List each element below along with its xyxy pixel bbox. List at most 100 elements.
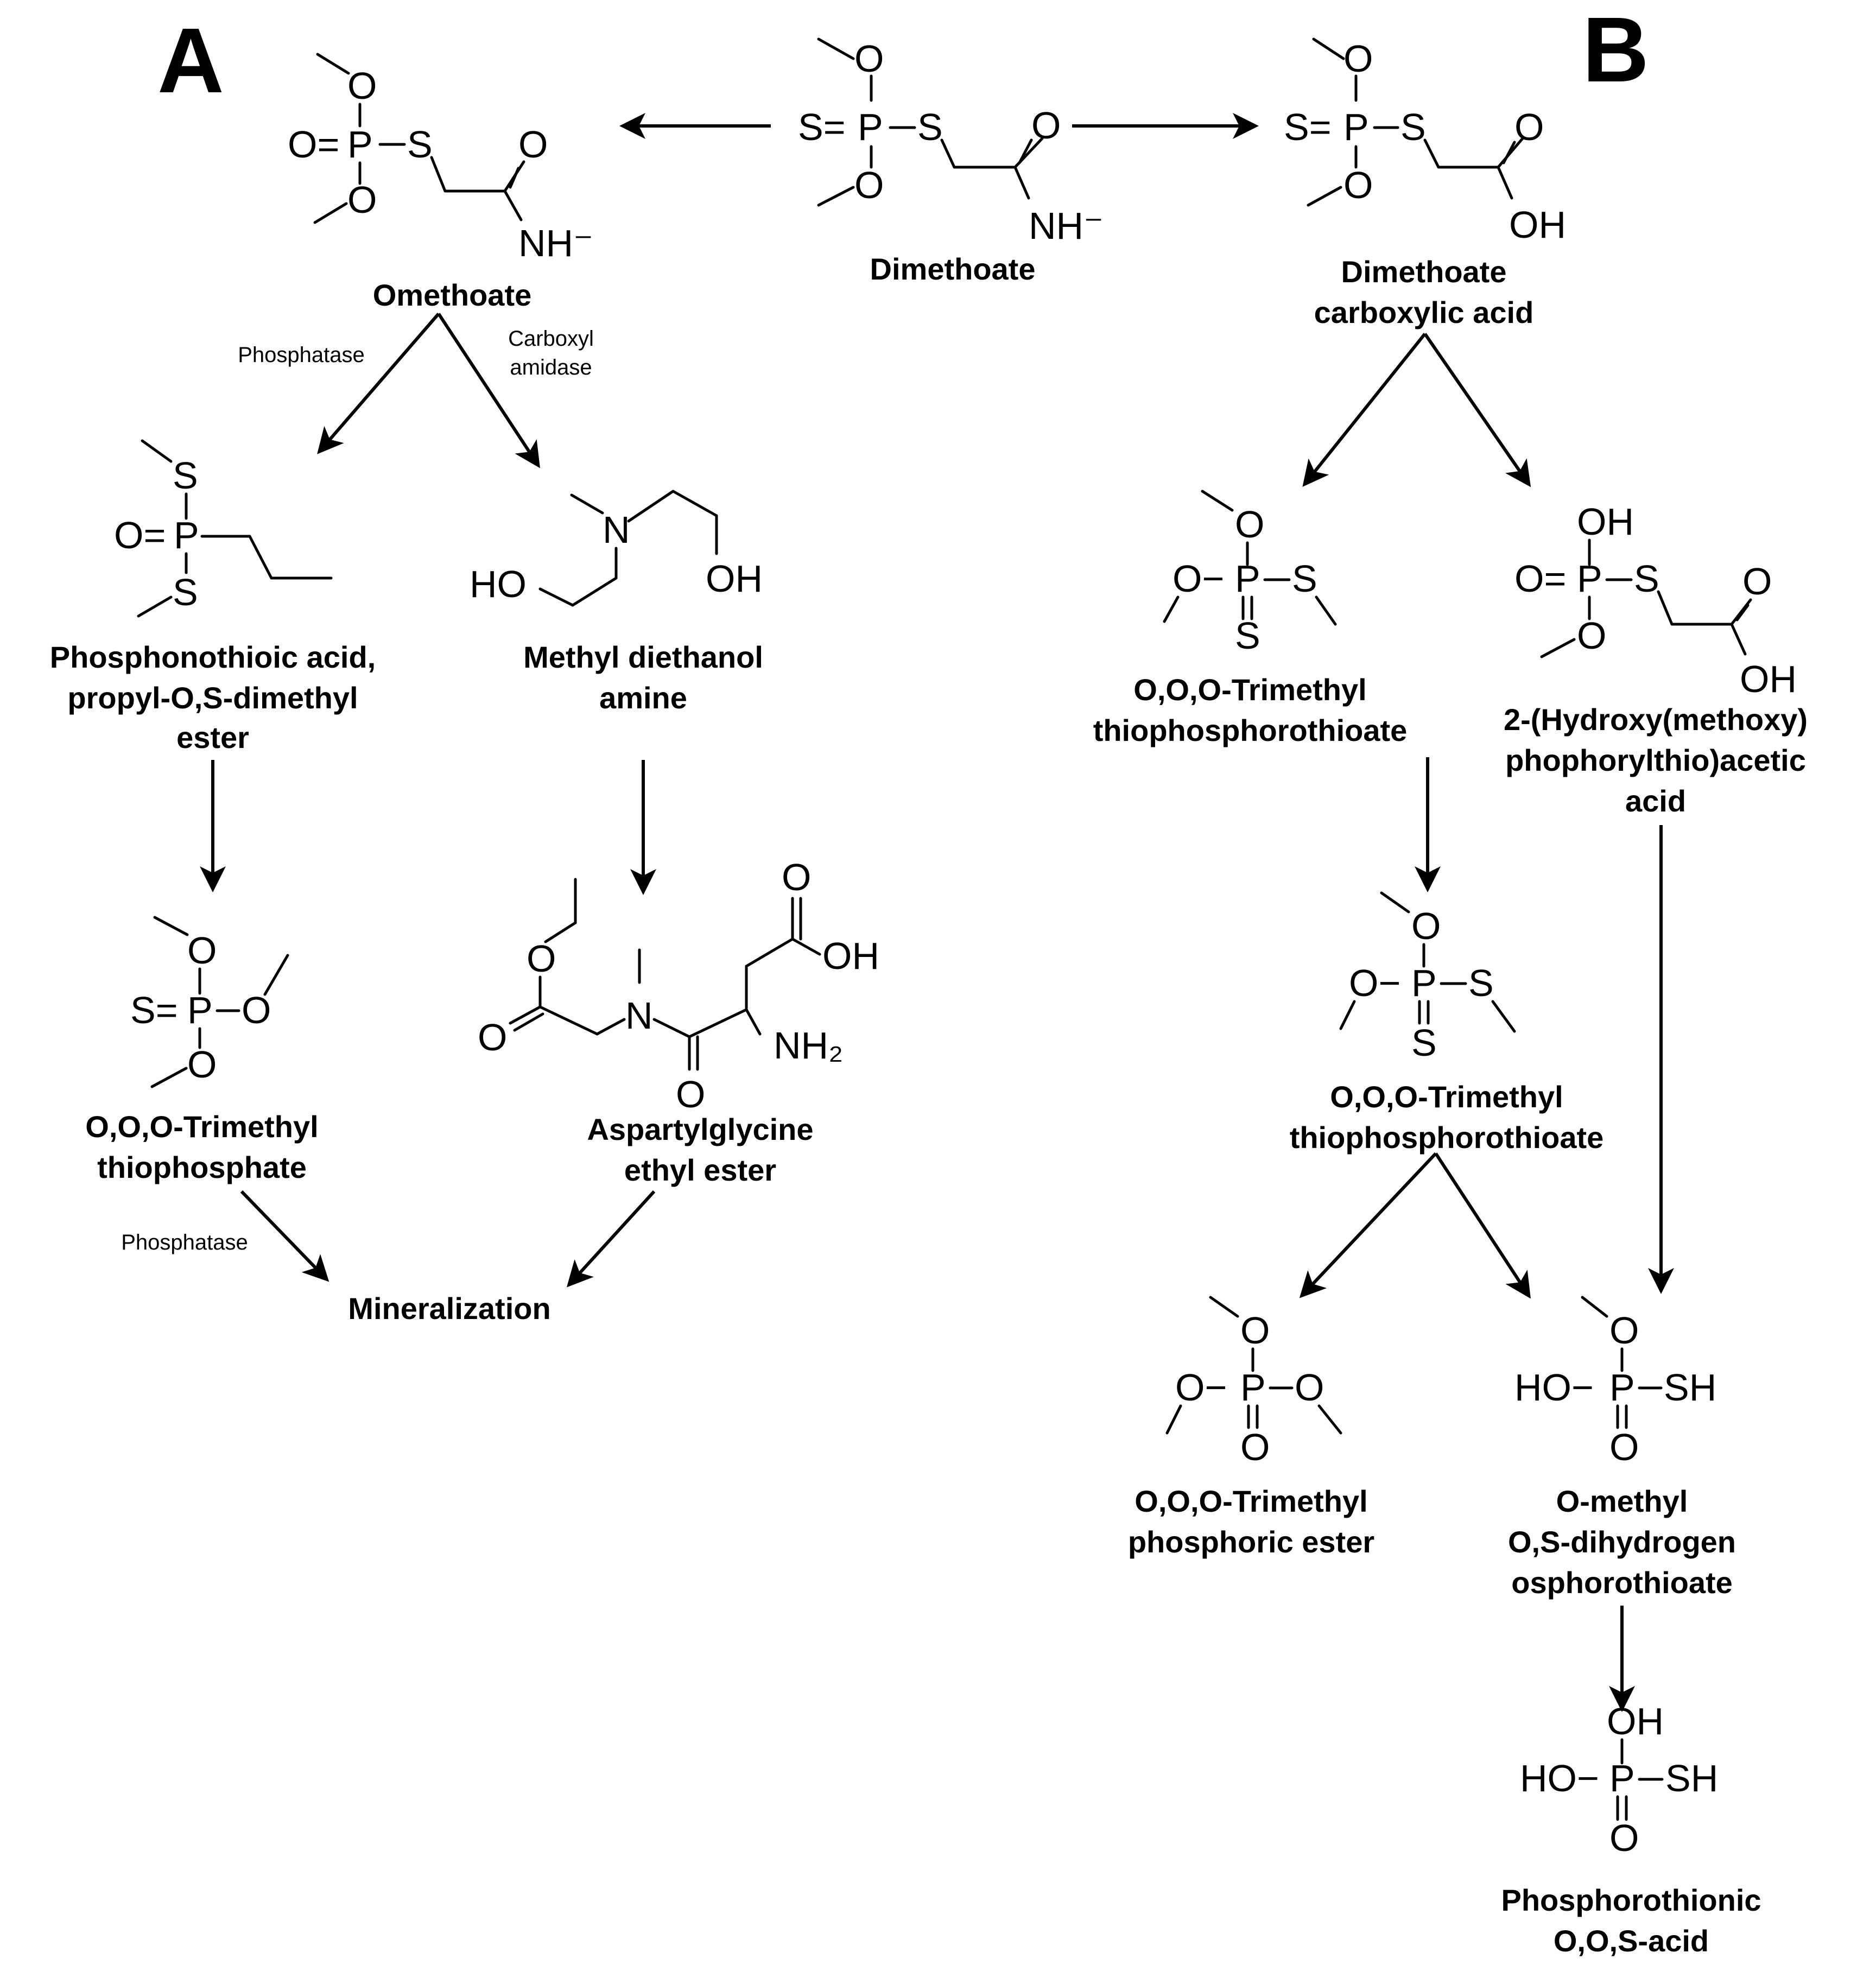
svg-text:O: O — [1343, 164, 1373, 206]
label-mineralization: Mineralization — [348, 1291, 550, 1326]
label-dimethoate-acid-line1: Dimethoate — [1341, 255, 1507, 289]
svg-text:P: P — [1609, 1757, 1635, 1799]
label-hydroxy-methoxy-line3: acid — [1625, 784, 1686, 818]
svg-text:O: O — [1240, 1426, 1270, 1468]
label-phosphorothionic-line1: Phosphorothionic — [1501, 1883, 1761, 1917]
svg-text:O=: O= — [1514, 557, 1566, 600]
label-omethyl-line1: O-methyl — [1556, 1484, 1688, 1518]
label-phosphonothioic-line2: propyl-O,S-dimethyl — [67, 681, 358, 715]
svg-text:O: O — [1031, 104, 1061, 147]
svg-text:P: P — [347, 123, 373, 166]
svg-text:P: P — [858, 106, 883, 148]
enzyme-phosphatase-1: Phosphatase — [238, 343, 365, 367]
svg-text:O: O — [1514, 106, 1544, 148]
label-hydroxy-methoxy-line1: 2-(Hydroxy(methoxy) — [1504, 702, 1808, 737]
trimethyl-phosphoric-ester-structure: O O− P O O — [1165, 1296, 1342, 1468]
svg-text:O: O — [676, 1073, 705, 1115]
phosphonothioic-structure: S O= P S — [114, 439, 333, 618]
svg-text:S: S — [1235, 614, 1260, 657]
svg-text:P: P — [1609, 1366, 1635, 1409]
svg-text:O−: O− — [1349, 962, 1400, 1004]
omethyl-dihydrogen-structure: O HO− P SH O — [1514, 1296, 1716, 1468]
label-phosphorothionic-line2: O,O,S-acid — [1554, 1924, 1709, 1958]
svg-text:O−: O− — [1172, 557, 1224, 600]
svg-text:O: O — [1343, 37, 1373, 80]
svg-text:O: O — [1411, 905, 1441, 947]
svg-text:O: O — [1742, 560, 1772, 603]
label-methyl-diethanol-line1: Methyl diethanol — [523, 640, 763, 674]
svg-text:O: O — [187, 929, 217, 972]
svg-text:HO−: HO− — [1514, 1366, 1594, 1409]
svg-text:S: S — [1292, 557, 1317, 600]
enzyme-carboxyl-amidase-line1: Carboxyl — [508, 327, 594, 351]
svg-text:P: P — [1577, 557, 1602, 600]
label-trimethyl-phosphoric-line1: O,O,O-Trimethyl — [1135, 1484, 1367, 1518]
arrow-thio-2-to-omethyl — [1434, 1152, 1531, 1299]
svg-text:O: O — [478, 1016, 507, 1058]
label-methyl-diethanol-line2: amine — [599, 681, 687, 715]
svg-text:S: S — [407, 123, 433, 166]
svg-text:O=: O= — [114, 514, 166, 556]
svg-text:P: P — [1240, 1366, 1266, 1409]
svg-text:N: N — [603, 509, 630, 551]
svg-text:S: S — [1468, 962, 1494, 1004]
label-trimethyl-thio-2-line1: O,O,O-Trimethyl — [1330, 1080, 1563, 1114]
label-aspartylglycine-line2: ethyl ester — [624, 1153, 776, 1187]
dimethoate-carboxylic-acid-structure: O S= P S O O OH — [1284, 37, 1566, 246]
svg-text:O: O — [1609, 1309, 1639, 1352]
svg-text:NH₂: NH₂ — [774, 1024, 843, 1067]
svg-text:O: O — [347, 179, 377, 221]
svg-text:HO: HO — [470, 563, 527, 605]
svg-text:O: O — [527, 937, 556, 980]
svg-text:O: O — [1240, 1309, 1270, 1352]
trimethyl-thiophosphorothioate-2-structure: O O− P S S — [1339, 891, 1516, 1064]
dimethoate-structure: O S= P S O O NH⁻ — [798, 37, 1104, 247]
svg-text:OH: OH — [822, 935, 879, 977]
svg-text:O: O — [347, 65, 377, 107]
svg-text:O: O — [1235, 503, 1264, 546]
svg-text:OH: OH — [706, 557, 763, 600]
svg-text:NH⁻: NH⁻ — [1029, 205, 1104, 247]
enzyme-carboxyl-amidase-line2: amidase — [510, 356, 592, 379]
svg-text:OH: OH — [1577, 500, 1634, 543]
arrow-aspartylglycine-to-mineralization — [566, 1190, 656, 1288]
svg-text:S=: S= — [798, 106, 846, 148]
svg-text:SH: SH — [1664, 1366, 1716, 1409]
svg-text:P: P — [1343, 106, 1369, 148]
arrow-omethoate-to-phosphonothioic — [317, 313, 440, 454]
label-phosphonothioic-line1: Phosphonothioic acid, — [50, 640, 376, 674]
label-phosphonothioic-line3: ester — [176, 720, 249, 754]
omethoate-structure: O O= P S O O NH⁻ — [288, 53, 593, 264]
svg-text:S=: S= — [130, 989, 178, 1031]
arrow-omethoate-to-methyl-diethanol — [437, 313, 540, 468]
svg-text:P: P — [1411, 962, 1437, 1004]
arrow-trimethyl-thiophosphate-to-mineralization — [240, 1190, 329, 1282]
svg-text:OH: OH — [1607, 1700, 1664, 1742]
label-aspartylglycine-line1: Aspartylglycine — [587, 1112, 813, 1146]
trimethyl-thiophosphate-structure: O S= P O O — [130, 916, 289, 1088]
svg-text:HO−: HO− — [1520, 1757, 1599, 1799]
panel-label-b: B — [1582, 0, 1649, 102]
label-omethyl-line3: osphorothioate — [1511, 1565, 1733, 1600]
label-trimethyl-thiophosphate-line2: thiophosphate — [97, 1150, 307, 1184]
arrow-thio-2-to-phosphoric-ester — [1299, 1152, 1437, 1298]
svg-text:P: P — [187, 989, 213, 1031]
svg-text:O: O — [782, 856, 811, 898]
svg-text:NH⁻: NH⁻ — [518, 222, 593, 264]
svg-text:S: S — [173, 571, 198, 613]
label-omethyl-line2: O,S-dihydrogen — [1508, 1525, 1736, 1559]
svg-text:O: O — [1577, 614, 1606, 657]
svg-text:S: S — [173, 454, 198, 497]
svg-text:S: S — [917, 106, 943, 148]
label-hydroxy-methoxy-line2: phophorylthio)acetic — [1505, 743, 1806, 777]
svg-text:O: O — [518, 123, 548, 166]
svg-text:O=: O= — [288, 123, 339, 166]
label-omethoate: Omethoate — [373, 278, 532, 312]
svg-text:P: P — [1235, 557, 1260, 600]
svg-text:OH: OH — [1740, 658, 1797, 700]
methyl-diethanol-structure: N OH HO — [470, 490, 763, 607]
arrow-acid-to-trimethyl-thio-1 — [1302, 333, 1427, 487]
svg-text:S: S — [1634, 557, 1659, 600]
svg-text:O: O — [854, 37, 884, 80]
